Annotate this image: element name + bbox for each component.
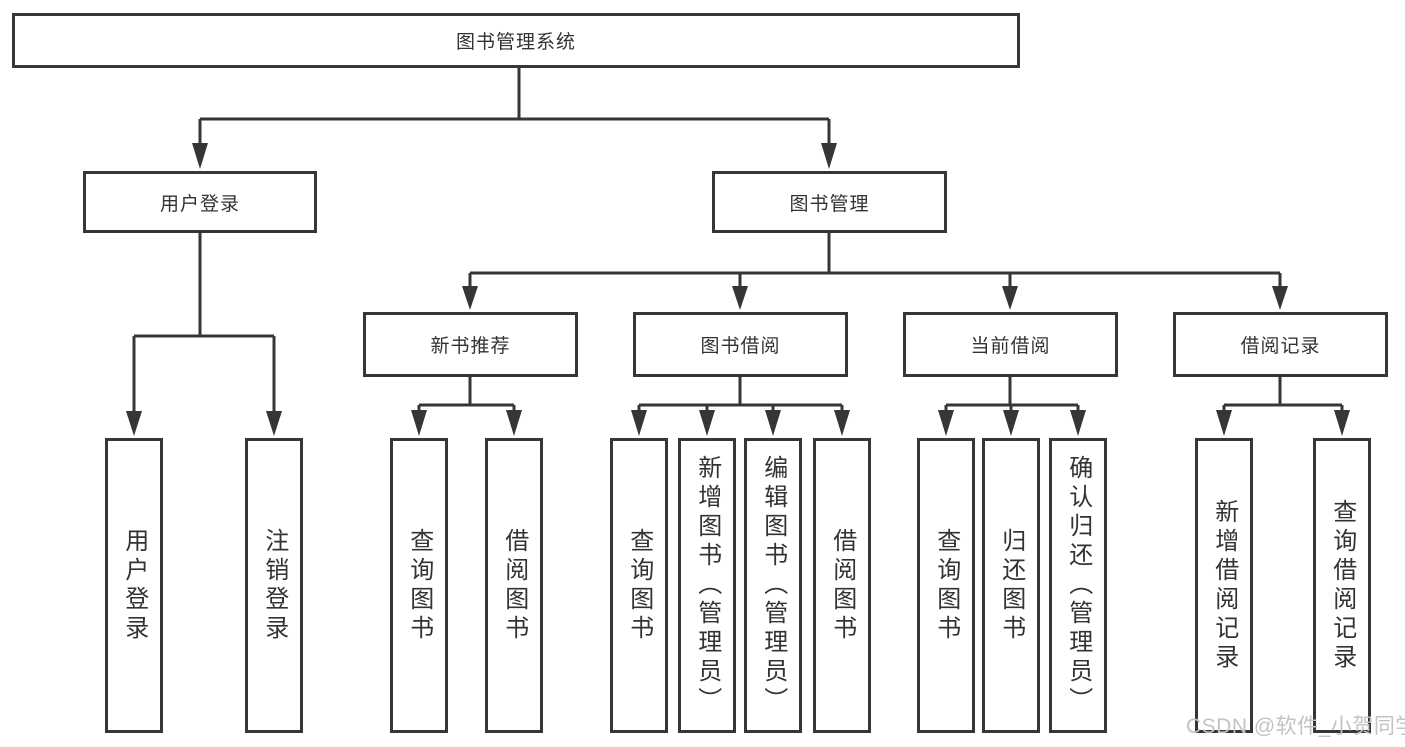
arrowhead: [1070, 410, 1086, 436]
arrowhead: [699, 410, 715, 436]
csdn-watermark: CSDN @软件_小贺同学: [1186, 715, 1405, 738]
arrowhead: [126, 411, 142, 436]
arrowhead: [1334, 410, 1350, 436]
arrowhead: [834, 410, 850, 436]
node-book-management: 图书管理: [712, 171, 947, 233]
connector-new-book-recommendation: [417, 377, 516, 412]
arrowhead: [732, 286, 748, 310]
arrowhead: [1002, 286, 1018, 310]
leaf-logout: 注销登录: [245, 438, 303, 733]
leaf-add-borrow-record: 新增借阅记录: [1195, 438, 1253, 733]
leaf-borrow-books-recommend: 借阅图书: [485, 438, 543, 733]
node-borrowing-records: 借阅记录: [1173, 312, 1388, 377]
node-current-borrowing: 当前借阅: [903, 312, 1118, 377]
leaf-edit-book-admin: 编辑图书（管理员）: [744, 438, 802, 733]
connector-book-borrowing: [637, 377, 844, 412]
arrowhead: [192, 143, 208, 169]
connector-book-management: [468, 233, 1282, 288]
leaf-borrow-books-borrowing: 借阅图书: [813, 438, 871, 733]
leaf-query-borrow-record: 查询借阅记录: [1313, 438, 1371, 733]
connector-current-borrowing: [944, 377, 1080, 412]
node-user-login: 用户登录: [83, 171, 317, 233]
arrowhead: [462, 286, 478, 310]
connector-borrowing-records: [1222, 377, 1344, 412]
leaf-return-books: 归还图书: [982, 438, 1040, 733]
connector-user-login: [132, 233, 276, 412]
arrowhead: [1272, 286, 1288, 310]
arrowhead: [765, 410, 781, 436]
arrowhead: [631, 410, 647, 436]
arrowhead: [1003, 410, 1019, 436]
arrowhead: [1216, 410, 1232, 436]
leaf-user-login: 用户登录: [105, 438, 163, 733]
arrowhead: [506, 410, 522, 436]
arrowhead: [266, 411, 282, 436]
arrowhead: [411, 410, 427, 436]
leaf-add-book-admin: 新增图书（管理员）: [678, 438, 736, 733]
leaf-query-books-borrowing: 查询图书: [610, 438, 668, 733]
node-book-borrowing: 图书借阅: [633, 312, 848, 377]
arrowhead: [938, 410, 954, 436]
arrowhead: [821, 143, 837, 169]
leaf-query-books-current: 查询图书: [917, 438, 975, 733]
node-new-book-recommendation: 新书推荐: [363, 312, 578, 377]
leaf-confirm-return-admin: 确认归还（管理员）: [1049, 438, 1107, 733]
leaf-query-books-recommend: 查询图书: [390, 438, 448, 733]
connector-root-to-level2: [198, 68, 831, 144]
node-root: 图书管理系统: [12, 13, 1020, 68]
